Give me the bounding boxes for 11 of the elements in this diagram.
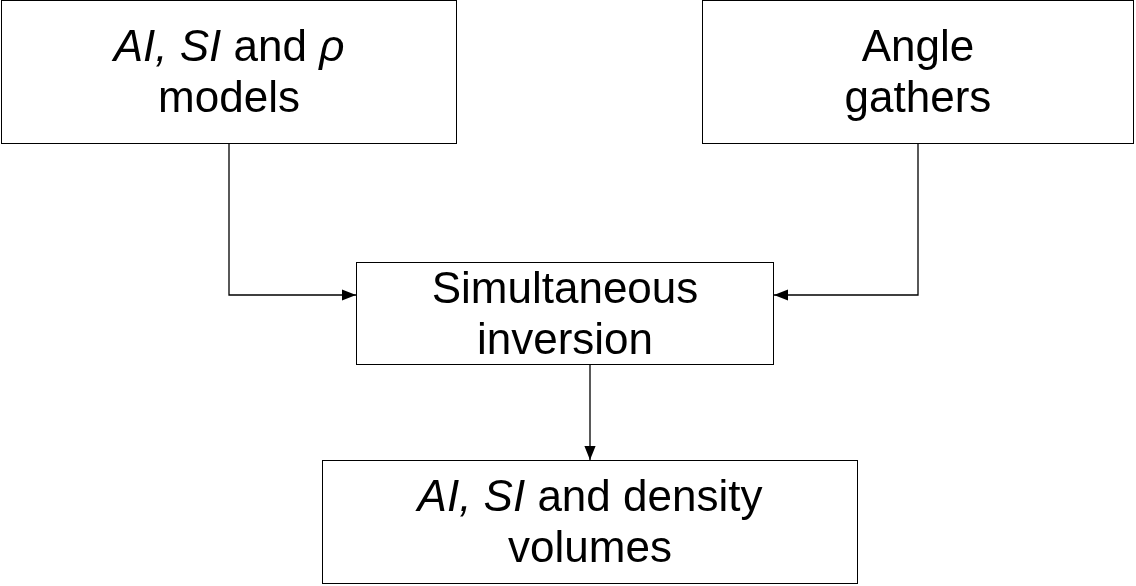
arrow: [584, 364, 596, 461]
box-label: Angle gathers: [843, 21, 993, 123]
process-box: [322, 460, 858, 584]
box-label: AI, SI and density volumes: [414, 471, 764, 573]
process-box: [702, 0, 1134, 144]
process-box: [356, 262, 774, 365]
arrow: [773, 143, 919, 301]
box-label: Simultaneous inversion: [430, 262, 700, 365]
box-label: AI, SI and ρ models: [111, 21, 346, 123]
process-box: [1, 0, 457, 144]
arrow: [228, 143, 357, 301]
